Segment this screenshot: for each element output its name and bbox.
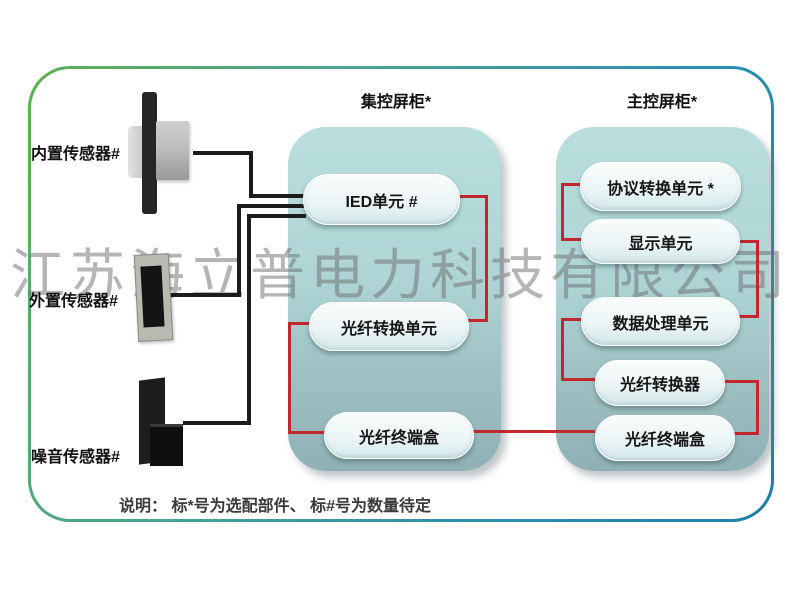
unit-ied: IED单元 # (303, 174, 460, 225)
black-line-sensor3-h2 (247, 214, 306, 218)
black-line-sensor2-v (237, 204, 241, 297)
black-line-sensor2-h1 (166, 293, 241, 297)
black-line-sensor1-h1 (193, 151, 253, 155)
red-line-fiberconv-left (288, 322, 310, 325)
black-line-sensor3-v (247, 214, 251, 425)
noise-sensor-image-base (150, 424, 183, 466)
builtin-sensor-image-housing (156, 121, 189, 180)
black-line-sensor2-h2 (237, 204, 306, 208)
red-line-protocol-left (561, 183, 581, 186)
red-line-term1-left (288, 431, 325, 434)
external-sensor-label: 外置传感器# (29, 293, 118, 310)
black-line-sensor1-v (249, 151, 253, 198)
red-line-protocol-display-v (561, 183, 564, 241)
external-sensor-image-panel (140, 265, 165, 328)
cabinet-1-title: 集控屏柜* (360, 94, 432, 111)
noise-sensor-label: 噪音传感器# (31, 449, 120, 466)
unit-display: 显示单元 (581, 219, 740, 264)
red-line-ied-to-fiberconv-v (485, 195, 488, 322)
builtin-sensor-image-blade (142, 92, 157, 214)
red-line-terminal-crosslink (471, 430, 595, 433)
red-line-data-right (737, 315, 759, 318)
red-line-display-right (737, 240, 759, 243)
red-line-converter-left (561, 378, 595, 381)
unit-data-processing: 数据处理单元 (581, 297, 740, 346)
unit-fiber-conversion-unit: 光纤转换单元 (309, 302, 469, 351)
red-line-display-data-v (756, 240, 759, 318)
legend-note: 说明： 标*号为选配部件、 标#号为数量待定 (119, 498, 432, 515)
builtin-sensor-label: 内置传感器# (31, 146, 120, 163)
cabinet-2-title: 主控屏柜* (626, 94, 698, 111)
unit-fiber-terminal-box-2: 光纤终端盒 (595, 415, 735, 461)
red-line-converter-term-v (756, 380, 759, 435)
red-line-display-left (561, 238, 582, 241)
black-line-sensor3-h1 (183, 421, 251, 425)
black-line-sensor1-h2 (249, 194, 306, 198)
red-line-converter-right (722, 380, 759, 383)
red-line-fiberconv-to-term-v (288, 322, 291, 434)
red-line-data-left (561, 318, 582, 321)
unit-fiber-terminal-box-1: 光纤终端盒 (324, 412, 474, 459)
unit-protocol-conversion: 协议转换单元 * (580, 162, 741, 211)
red-line-term2-right (731, 432, 759, 435)
red-line-ied-right (457, 195, 488, 198)
red-line-fiberconv-right (466, 319, 488, 322)
red-line-data-converter-v (561, 318, 564, 381)
unit-fiber-converter: 光纤转换器 (595, 360, 725, 406)
